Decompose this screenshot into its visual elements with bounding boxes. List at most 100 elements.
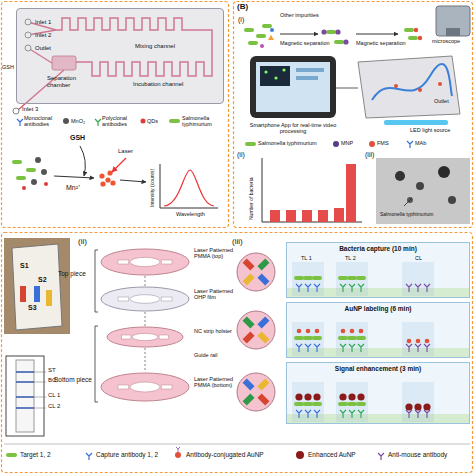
reaction-scheme <box>12 160 22 164</box>
bar-chart <box>318 210 328 222</box>
node-label: Bacteria capture (10 min) <box>287 245 469 252</box>
assay-disk <box>243 273 255 285</box>
bracket <box>95 326 98 402</box>
strip-illustration <box>350 329 355 334</box>
strip-illustration <box>348 393 355 400</box>
bar-chart <box>262 158 362 222</box>
separation-scheme <box>270 28 274 32</box>
strip-illustration <box>425 339 430 344</box>
strip-illustration <box>358 344 364 352</box>
panel-frame <box>234 2 473 228</box>
micrograph <box>416 182 424 190</box>
strip-illustration <box>402 262 434 296</box>
bar-chart <box>262 158 362 222</box>
layer-disk <box>161 297 172 301</box>
micrograph <box>448 196 456 204</box>
strip-illustration <box>405 403 412 410</box>
tablet-screen <box>274 76 277 79</box>
layer-disk <box>130 257 160 266</box>
panel-frame <box>2 233 473 473</box>
device-photo <box>46 290 52 306</box>
strip-illustration <box>338 336 348 340</box>
strip-illustration <box>415 410 421 418</box>
legend-text: Anti-mouse antibody <box>388 451 447 458</box>
separation-scheme <box>418 36 422 40</box>
assay-disk <box>243 317 255 329</box>
layer-disk <box>118 385 129 389</box>
strip-illustration <box>414 403 421 410</box>
film-layer: Laser Patterned OHP film <box>100 286 190 312</box>
strip-illustration <box>312 402 322 406</box>
assay-disk <box>237 253 275 291</box>
separation-scheme <box>384 120 448 125</box>
separation-scheme <box>438 82 442 86</box>
layer-disk <box>100 286 190 312</box>
tablet-screen <box>260 66 290 86</box>
layer-disk <box>101 249 189 275</box>
assay-disk <box>257 393 269 405</box>
reagent-icon <box>95 119 101 126</box>
legend-text: Capture antibody 1, 2 <box>96 451 158 458</box>
strip-illustration <box>424 344 430 352</box>
layer-disk <box>132 333 158 340</box>
strip-illustration <box>295 393 302 400</box>
separation-scheme <box>407 141 413 148</box>
separation-scheme <box>369 141 375 147</box>
separation-scheme <box>343 39 348 44</box>
strip-illustration <box>314 284 320 292</box>
micrograph <box>404 198 412 206</box>
layer-disk <box>130 295 160 304</box>
separation-scheme <box>372 64 452 100</box>
strip-illustration <box>341 329 346 334</box>
strip-illustration <box>424 410 430 418</box>
reagent-icon <box>169 119 180 123</box>
label-text: Inlet 3 <box>22 106 38 113</box>
label-text: microscope <box>432 38 460 44</box>
node-label: Laser Patterned PMMA (top) <box>194 247 240 259</box>
legend-text: FMS <box>377 140 389 146</box>
label-text: Guide rail <box>194 352 218 358</box>
strip-illustration <box>347 276 357 280</box>
legend-text: MNP <box>341 140 353 146</box>
node-label: TL 1 <box>301 255 312 261</box>
strip-illustration <box>357 393 364 400</box>
reaction-scheme <box>80 146 85 176</box>
label-text: (B) <box>237 3 248 12</box>
label-text: Mn²⁺ <box>66 184 80 192</box>
strip-illustration <box>406 344 412 352</box>
strip-holster: NC strip holster <box>106 326 184 348</box>
layer-disk <box>161 260 172 264</box>
assay-disk <box>243 379 255 391</box>
strip-schematic <box>34 372 46 408</box>
assay-disk <box>237 373 275 411</box>
separation-scheme <box>356 34 398 35</box>
separation-scheme <box>321 29 326 34</box>
strip-illustration <box>356 336 366 340</box>
strip-illustration <box>415 344 421 352</box>
bracket <box>95 250 98 402</box>
label-text: GSH <box>2 64 14 70</box>
reaction-scheme <box>31 179 37 185</box>
strip-illustration <box>347 336 357 340</box>
layer-disk <box>159 335 168 339</box>
device-photo <box>20 286 26 302</box>
node-label: CL <box>415 255 422 261</box>
strip-illustration <box>402 322 434 356</box>
strip-illustration <box>347 402 357 406</box>
reaction-scheme <box>99 173 104 178</box>
strip-illustration <box>359 329 364 334</box>
legend-text: Target 1, 2 <box>20 451 51 458</box>
device-photo <box>34 286 40 302</box>
tablet-screen <box>296 76 318 80</box>
label-text: CL 2 <box>48 403 60 410</box>
strip-illustration <box>349 410 355 418</box>
strip-illustration <box>292 262 324 296</box>
layer-disk <box>118 297 129 301</box>
pmma-layer: Laser Patterned PMMA (bottom) <box>100 372 190 402</box>
node-label: AuNP labeling (6 min) <box>287 305 469 312</box>
separation-scheme <box>244 28 254 32</box>
strip-illustration <box>339 393 346 400</box>
reaction-scheme <box>12 146 218 208</box>
strip-illustration <box>286 362 470 424</box>
node-label: Smartphone App for real-time video proce… <box>244 122 342 134</box>
